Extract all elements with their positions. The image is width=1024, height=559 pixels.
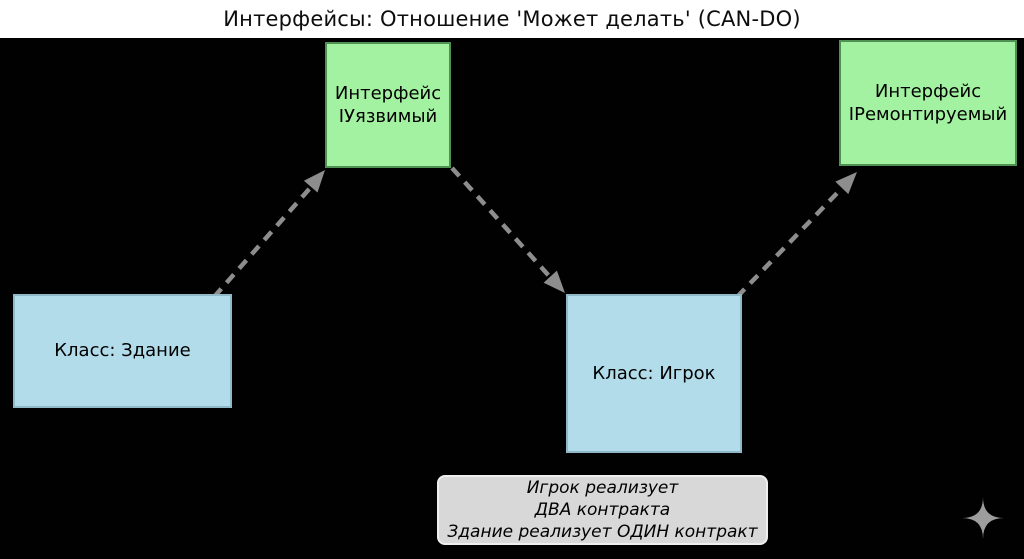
node-class-player: Класс: Игрок [566,294,742,453]
edge-line [735,186,844,299]
edge-line [212,185,313,299]
node-class-building: Класс: Здание [13,294,232,408]
node-label-line: Интерфейс [874,80,982,102]
node-interface-ivulnerable: Интерфейс IУязвимый [325,42,451,168]
node-label: Класс: Игрок [592,362,716,384]
title-bar: Интерфейсы: Отношение 'Может делать' (CA… [0,0,1024,38]
node-interface-irepairable: Интерфейс IРемонтируемый [839,40,1017,166]
edge-line [450,166,552,279]
note-line: Игрок реализует [526,477,679,498]
edge-building-to-ivulnerable [212,170,325,299]
node-label: Класс: Здание [54,340,191,362]
edge-ivulnerable-to-player [450,166,565,293]
node-label-line: IРемонтируемый [848,104,1008,125]
arrowhead-icon [543,270,565,293]
note-line: Здание реализует ОДИН контракт [447,522,758,543]
node-label-line: Интерфейс [334,82,442,104]
note-line: ДВА контракта [534,499,671,520]
diagram-title: Интерфейсы: Отношение 'Может делать' (CA… [223,7,801,31]
edge-player-to-irepairable [735,172,857,299]
arrowhead-icon [835,172,857,195]
arrowhead-icon [303,170,325,193]
note-box: Игрок реализует ДВА контракта Здание реа… [437,475,768,545]
node-label-line: IУязвимый [338,106,438,127]
